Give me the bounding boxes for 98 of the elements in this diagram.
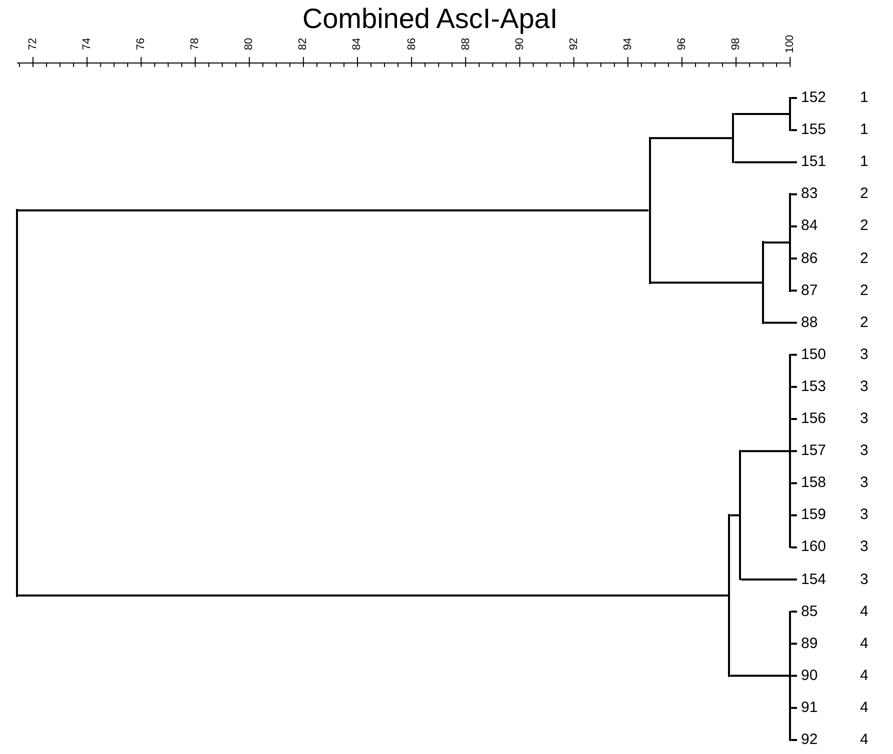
axis-tick-label: 82 (297, 38, 310, 50)
sample-label: 150 (797, 346, 826, 364)
axis-tick-label: 90 (514, 38, 526, 50)
cluster-junction-line (732, 113, 734, 164)
branch-line (741, 578, 797, 580)
cluster-junction-line (789, 193, 792, 292)
sample-label: 83 (797, 185, 818, 204)
branch-line (791, 482, 797, 484)
sample-label: 85 (797, 602, 818, 621)
sample-label: 155 (797, 121, 826, 140)
branch-line (791, 354, 797, 356)
axis-tick-label: 80 (243, 38, 256, 50)
group-number: 3 (860, 442, 868, 460)
branch-line (18, 209, 648, 212)
group-number: 2 (860, 314, 868, 332)
sample-label: 158 (797, 474, 826, 492)
sample-label: 92 (797, 731, 818, 749)
group-number: 4 (860, 602, 868, 621)
group-number: 4 (860, 731, 868, 749)
branch-line (734, 113, 790, 116)
branch-line (764, 241, 790, 244)
group-number: 2 (860, 250, 868, 268)
branch-line (791, 674, 797, 677)
branch-line (791, 642, 797, 645)
branch-line (791, 450, 797, 452)
branch-line (791, 739, 797, 741)
axis-tick-label: 72 (27, 38, 39, 50)
branch-line (791, 514, 797, 516)
sample-label: 152 (797, 89, 826, 107)
branch-line (730, 674, 790, 677)
branch-line (18, 594, 728, 597)
sample-label: 153 (797, 378, 826, 396)
axis-tick-label: 96 (676, 38, 688, 50)
chart-title: Combined AscI-ApaI (302, 2, 558, 36)
group-number: 3 (860, 538, 868, 556)
cluster-junction-line (16, 209, 18, 597)
sample-label: 154 (797, 570, 826, 588)
branch-line (791, 418, 797, 420)
axis-tick-label: 76 (135, 38, 148, 50)
branch-line (791, 129, 797, 132)
branch-line (791, 610, 797, 613)
branch-line (791, 546, 797, 548)
cluster-junction-line (728, 514, 730, 677)
branch-line (730, 514, 740, 516)
group-number: 3 (860, 506, 868, 524)
axis-tick-label: 88 (460, 38, 472, 50)
branch-line (734, 161, 797, 164)
axis-tick-label: 74 (81, 38, 94, 50)
group-number: 4 (860, 666, 868, 685)
group-number: 2 (860, 185, 868, 204)
sample-label: 156 (797, 410, 826, 428)
axis-tick-label: 100 (784, 34, 796, 54)
group-number: 3 (860, 474, 868, 492)
sample-label: 90 (797, 666, 818, 685)
axis-tick-label: 86 (406, 38, 418, 50)
sample-label: 159 (797, 506, 826, 524)
group-number: 1 (860, 121, 868, 140)
branch-line (650, 137, 732, 140)
sample-label: 157 (797, 442, 826, 460)
branch-line (791, 386, 797, 388)
group-number: 3 (860, 346, 868, 364)
cluster-junction-line (648, 137, 650, 284)
cluster-junction-line (739, 450, 742, 580)
branch-line (791, 97, 797, 99)
sample-label: 88 (797, 314, 818, 332)
branch-line (791, 225, 797, 228)
sample-label: 89 (797, 634, 818, 653)
axis-tick-label: 84 (351, 38, 364, 50)
sample-label: 87 (797, 282, 818, 300)
cluster-junction-line (789, 97, 792, 132)
group-number: 4 (860, 634, 868, 653)
group-number: 3 (860, 410, 868, 428)
sample-label: 160 (797, 538, 826, 556)
branch-line (791, 706, 797, 709)
branch-line (650, 282, 762, 284)
group-number: 4 (860, 698, 868, 717)
axis-tick-label: 92 (568, 38, 580, 50)
branch-line (741, 450, 790, 452)
cluster-junction-line (762, 241, 764, 324)
sample-label: 86 (797, 250, 818, 268)
branch-line (791, 258, 797, 260)
group-number: 3 (860, 570, 868, 588)
sample-label: 84 (797, 217, 818, 236)
axis-tick-label: 78 (189, 38, 202, 50)
sample-label: 151 (797, 153, 826, 172)
axis-tick-label: 98 (730, 38, 742, 50)
branch-line (791, 193, 797, 196)
branch-line (764, 322, 797, 324)
sample-label: 91 (797, 698, 818, 717)
cluster-junction-line (789, 610, 792, 741)
group-number: 3 (860, 378, 868, 396)
group-number: 2 (860, 282, 868, 300)
group-number: 1 (860, 153, 868, 172)
branch-line (791, 290, 797, 292)
group-number: 2 (860, 217, 868, 236)
axis-tick-label: 94 (622, 38, 634, 50)
group-number: 1 (860, 89, 868, 107)
cluster-junction-line (789, 354, 792, 548)
